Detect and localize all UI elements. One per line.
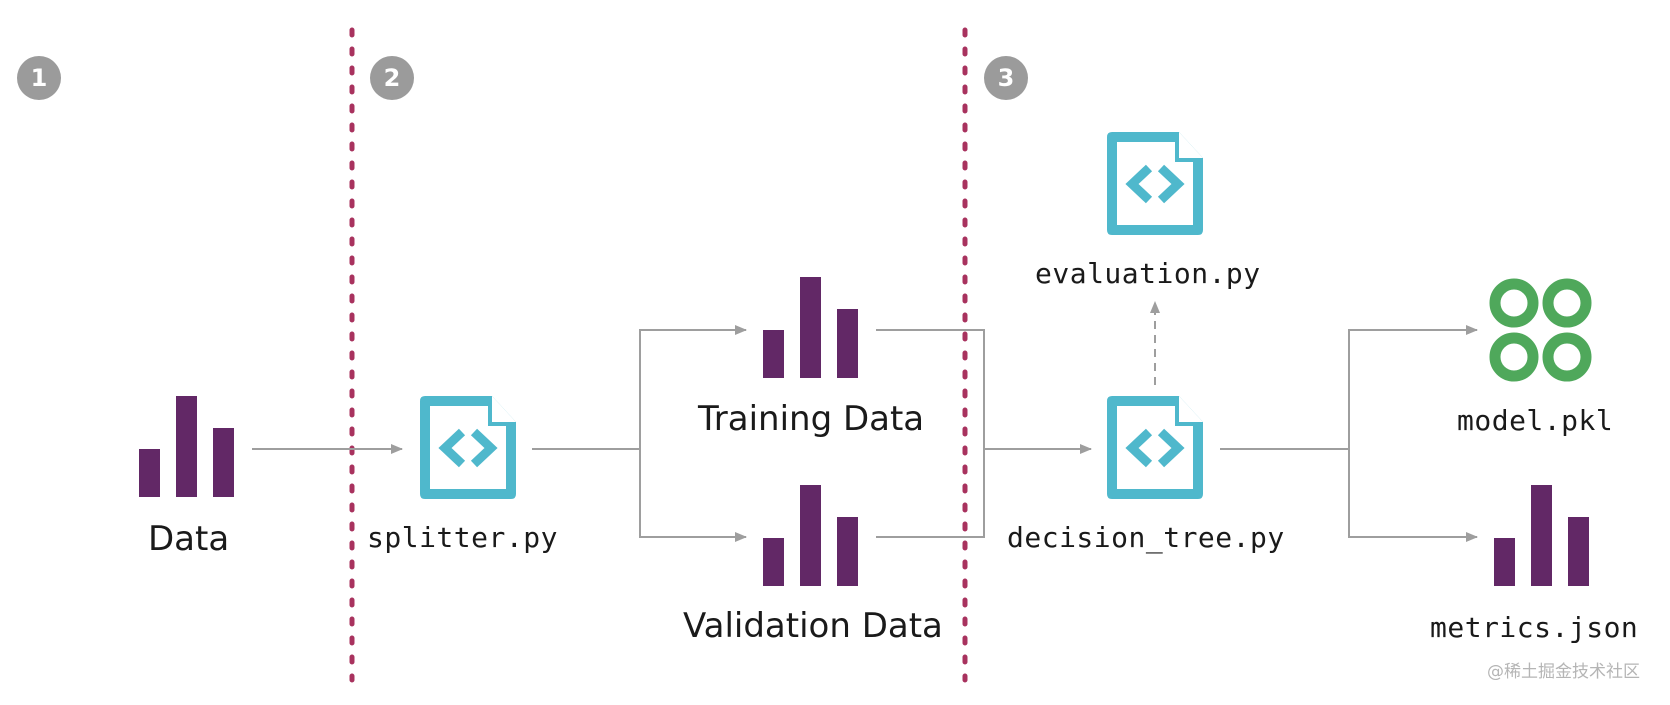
- node-label-metrics: metrics.json: [1430, 611, 1639, 644]
- model-rings-icon: [1489, 278, 1592, 382]
- node-label-decision-tree: decision_tree.py: [1007, 521, 1285, 554]
- bar-chart-icon: [763, 277, 858, 378]
- node-label-data: Data: [148, 519, 230, 559]
- arrow-to-training: [639, 325, 747, 449]
- code-file-icon: [1107, 132, 1203, 235]
- connector-training-out: [876, 329, 985, 538]
- watermark: @稀土掘金技术社区: [1487, 662, 1640, 682]
- bar-chart-icon: [1494, 485, 1589, 586]
- node-label-validation-data: Validation Data: [683, 606, 943, 646]
- bar-chart-icon: [763, 485, 858, 586]
- node-label-training-data: Training Data: [698, 399, 925, 439]
- bar-chart-icon: [139, 396, 234, 497]
- node-label-evaluation: evaluation.py: [1035, 257, 1261, 290]
- step-badge-2: 2: [370, 56, 414, 100]
- arrow-to-model: [1348, 325, 1478, 449]
- code-file-icon: [1107, 396, 1203, 499]
- arrow-to-metrics: [1348, 449, 1478, 542]
- step-badge-3: 3: [984, 56, 1028, 100]
- step-badge-1: 1: [17, 56, 61, 100]
- arrow-to-validation: [639, 449, 747, 542]
- node-label-model: model.pkl: [1457, 404, 1614, 437]
- node-label-splitter: splitter.py: [367, 521, 558, 554]
- code-file-icon: [420, 396, 516, 499]
